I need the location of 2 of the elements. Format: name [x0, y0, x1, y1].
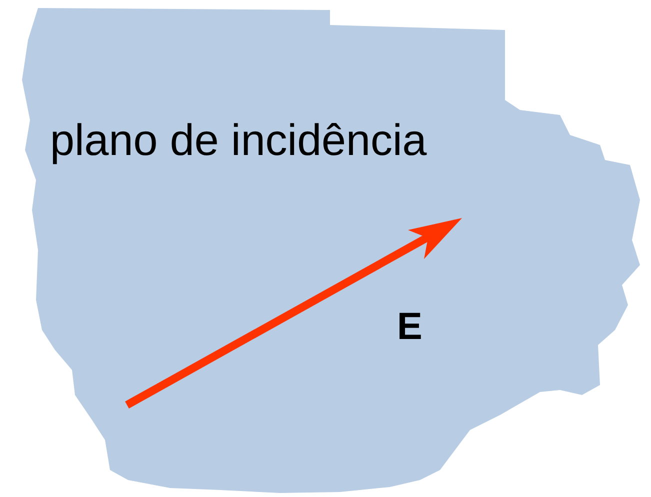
vector-label: E [397, 306, 422, 349]
plane-label: plano de incidência [50, 116, 427, 166]
